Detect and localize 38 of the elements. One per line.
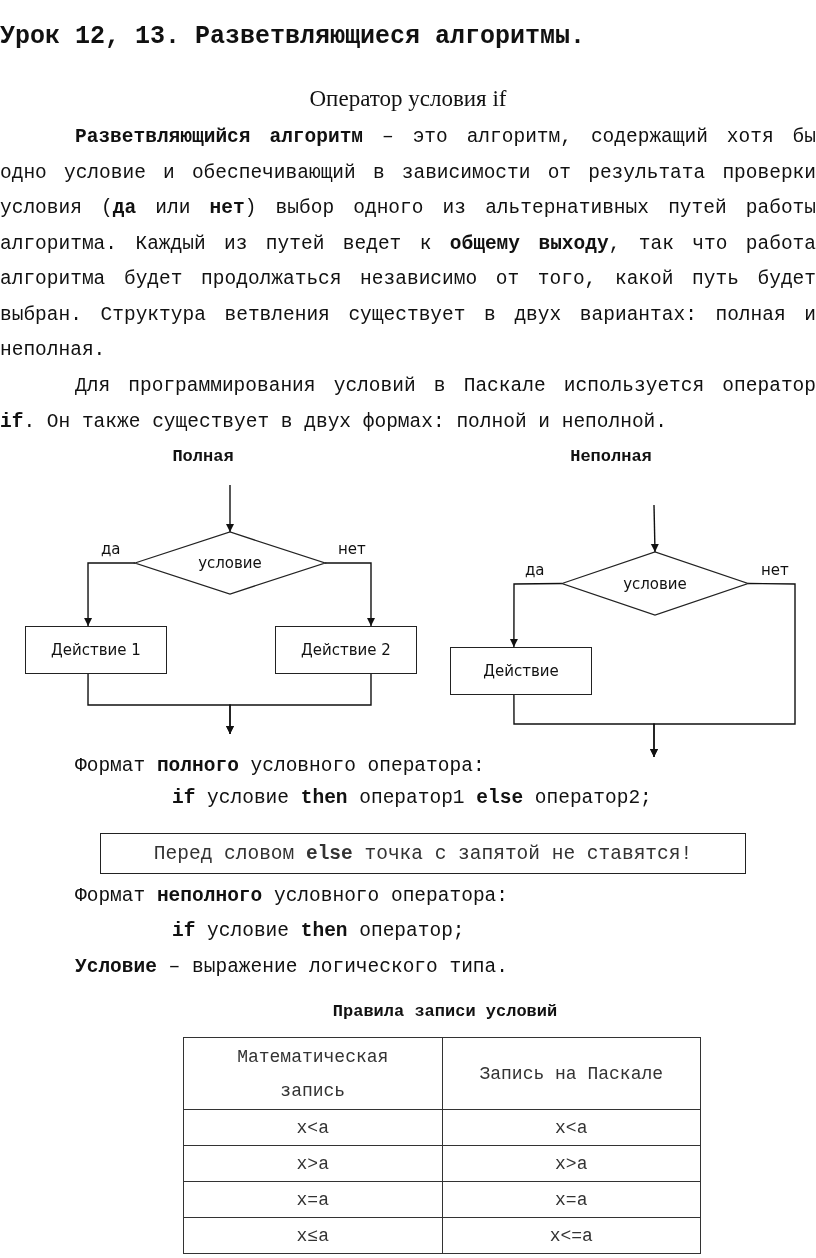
condition-notation: x=a <box>183 1181 442 1218</box>
page-title: Урок 12, 13. Разветвляющиеся алгоритмы. <box>0 22 586 51</box>
action-text: Действие <box>483 662 559 680</box>
condition-notation: x≤a <box>183 1217 442 1254</box>
definition-text: Условие – выражение логического типа. <box>75 956 508 978</box>
condition-notation: x<a <box>183 1109 442 1146</box>
arrow <box>84 562 136 627</box>
condition-notation: x<a <box>442 1109 701 1146</box>
arrow <box>324 562 375 627</box>
arrow <box>509 582 563 648</box>
condition-text: условие <box>198 554 262 572</box>
arrow <box>650 582 796 758</box>
paragraph: Для программирования условий в Паскале используется оператор if. Он также существует в двух формах: полной и неполной. <box>0 374 816 435</box>
note-box <box>100 833 746 874</box>
table-title: Правила записи условий <box>331 1002 559 1021</box>
format-description: Формат полного условного оператора: <box>75 755 485 777</box>
condition-notation: x>a <box>183 1145 442 1182</box>
paragraph: Разветвляющийся алгоритм – это алгоритм, содержащий хотя бы одно условие и обеспечивающий в зависимости от результата проверки условия (да или нет) выбор одного из альтернативных путей работы алгоритма. Каждый из путей ведет к общему выходу, так что работа алгоритма будет продолжаться независимо от того, какой путь будет выбран. Структура ветвления существует в двух вариантах: полная и неполная. <box>0 125 816 363</box>
condition-notation: x=a <box>442 1181 701 1218</box>
column-header: Запись на Паскале <box>442 1037 701 1110</box>
section-heading: Оператор условия if <box>308 86 508 112</box>
flowchart-heading: Полная <box>171 447 235 466</box>
code-line: if условие then оператор1 else оператор2; <box>172 787 652 809</box>
arrow <box>650 504 659 553</box>
condition-text: условие <box>623 574 687 593</box>
action-text: Действие 1 <box>51 641 141 659</box>
arrow <box>226 673 372 735</box>
process-box <box>275 626 417 674</box>
code-line: if условие then оператор; <box>172 920 465 942</box>
action-text: Действие 2 <box>301 641 391 659</box>
arrow <box>226 484 234 533</box>
condition-notation: x<=a <box>442 1217 701 1254</box>
flowchart-heading: Неполная <box>569 447 653 466</box>
condition-notation: x>a <box>442 1145 701 1182</box>
process-box <box>450 647 592 695</box>
process-box <box>25 626 167 674</box>
format-description: Формат неполного условного оператора: <box>75 885 508 907</box>
warning-text: Перед словом else точка с запятой не ставятся! <box>153 842 693 865</box>
